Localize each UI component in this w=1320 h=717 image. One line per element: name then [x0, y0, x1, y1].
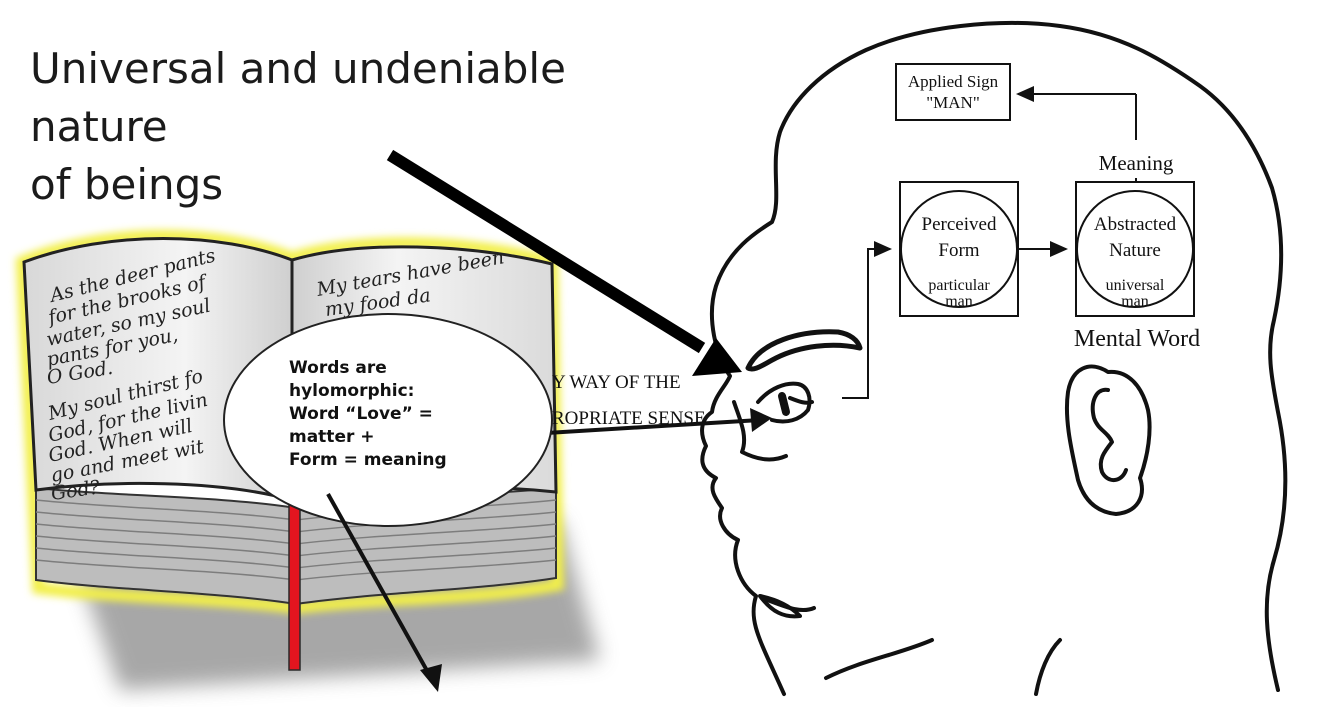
- bubble-line: Words are: [289, 358, 387, 378]
- abstracted-line3: universal: [1106, 277, 1165, 294]
- jaw-line: [824, 638, 934, 680]
- caption: Universal and undeniable nature of being…: [30, 40, 690, 214]
- down-arrow-line: [326, 493, 432, 677]
- ear: [1064, 364, 1152, 516]
- eye-lid: [788, 396, 814, 405]
- eye-to-form-connector: [842, 241, 892, 399]
- head-outline: [700, 21, 1288, 696]
- mental-word-label: Mental Word: [1074, 326, 1200, 352]
- eye: [756, 381, 812, 424]
- book-left-text: As the deer pants for the brooks of wate…: [44, 244, 218, 505]
- ear-inner: [1090, 387, 1128, 482]
- abstracted-line2: Nature: [1109, 240, 1161, 261]
- mouth: [758, 594, 802, 619]
- bubble-line: Form = meaning: [289, 450, 447, 470]
- abstracted-nature-circle: [1076, 190, 1194, 308]
- eyebrow: [745, 329, 863, 372]
- eye-pupil: [778, 392, 790, 416]
- perceived-line3: particular: [928, 277, 990, 294]
- sense-label-line2: ROPRIATE SENSE: [552, 408, 706, 429]
- applied-sign-line1: Applied Sign: [908, 72, 999, 91]
- book-glow: [15, 230, 565, 615]
- sense-label-line1: Y WAY OF THE: [552, 372, 681, 393]
- perceived-form-box: [899, 181, 1019, 317]
- bubble-line: hylomorphic:: [289, 381, 415, 401]
- down-arrow-head: [420, 664, 442, 692]
- bubble-text: Words are hylomorphic: Word “Love” = mat…: [289, 357, 479, 472]
- nose: [732, 400, 788, 462]
- applied-sign-line2: "MAN": [926, 93, 980, 112]
- perceived-form-circle: [900, 190, 1018, 308]
- caption-line1: Universal and undeniable nature: [30, 44, 566, 151]
- caption-line2: of beings: [30, 160, 224, 209]
- mental-word-diagram: Applied Sign "MAN" Meaning Perceived For…: [842, 63, 1200, 399]
- abstracted-line4: man: [1121, 293, 1149, 310]
- caption-arrow-line: [386, 149, 706, 354]
- explanation-bubble: [223, 313, 553, 527]
- perceived-line4: man: [945, 293, 973, 310]
- perceived-line2: Form: [938, 240, 979, 261]
- sense-label: Y WAY OF THE ROPRIATE SENSE: [552, 372, 706, 429]
- bubble-line: Word “Love” =: [289, 404, 433, 424]
- bubble-down-arrow: [326, 493, 442, 692]
- lips-line: [760, 596, 816, 613]
- neck-line: [1034, 638, 1062, 696]
- applied-sign-box: [895, 63, 1011, 121]
- caption-arrow-head: [692, 338, 742, 376]
- head-profile: [700, 21, 1288, 696]
- sense-arrow-head: [750, 408, 772, 432]
- abstracted-line1: Abstracted: [1094, 214, 1177, 235]
- caption-arrow: [386, 149, 742, 376]
- bubble-line: matter +: [289, 427, 375, 447]
- meaning-label: Meaning: [1099, 151, 1174, 175]
- perceived-line1: Perceived: [922, 214, 997, 235]
